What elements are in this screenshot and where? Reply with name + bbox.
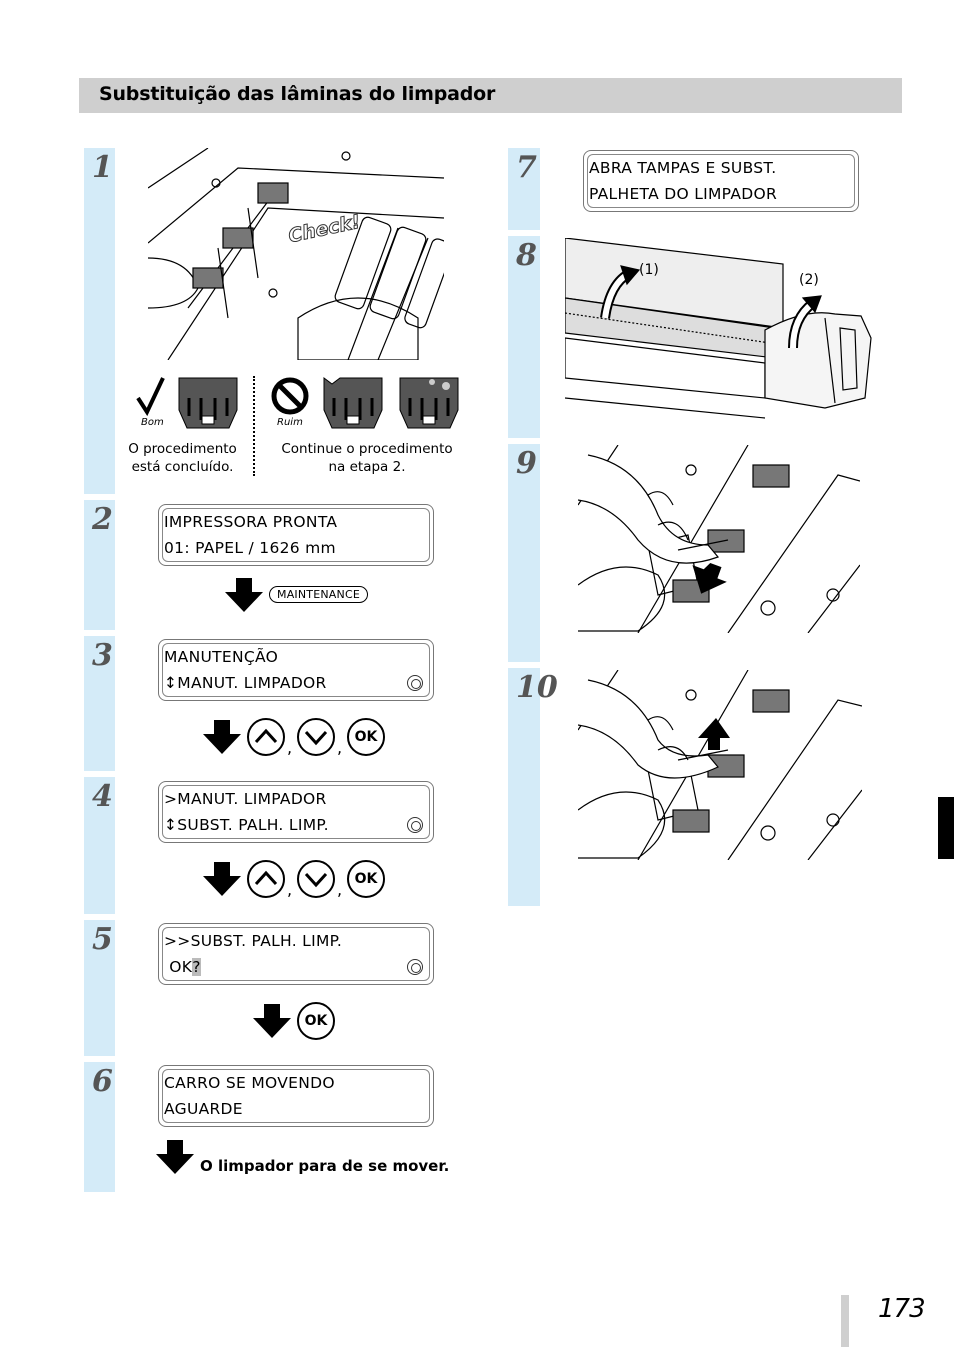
ok-button[interactable]: OK <box>347 860 385 898</box>
down-button[interactable] <box>297 718 335 756</box>
open-covers-illustration: (1) (2) <box>565 238 873 422</box>
up-button[interactable] <box>247 860 285 898</box>
chevron-down-icon <box>304 730 328 746</box>
scroll-indicator-icon <box>407 959 423 975</box>
separator: , <box>337 738 343 757</box>
lcd-display: CARRO SE MOVENDO AGUARDE <box>158 1065 434 1127</box>
lcd-display: >>SUBST. PALH. LIMP. OK? <box>158 923 434 985</box>
arrow-down-icon <box>203 720 241 754</box>
chevron-up-icon <box>254 870 278 886</box>
lcd-cursor: ? <box>192 958 201 976</box>
step-6-marker: 6 <box>84 1062 115 1192</box>
bad-caption: Continue o procedimento na etapa 2. <box>281 441 453 475</box>
section-title: Substituição das lâminas do limpador <box>99 83 496 105</box>
maintenance-key[interactable]: MAINTENANCE <box>269 586 368 603</box>
good-wiper-icons <box>135 376 245 432</box>
lcd-line-1: ABRA TAMPAS E SUBST. <box>589 159 777 177</box>
chapter-tab <box>938 797 954 859</box>
remove-wiper-illustration <box>578 445 860 633</box>
lcd-line-1: >MANUT. LIMPADOR <box>164 790 327 808</box>
scroll-indicator-icon <box>407 675 423 691</box>
step-number: 5 <box>92 922 113 957</box>
ok-button[interactable]: OK <box>297 1002 335 1040</box>
step-number: 4 <box>92 779 113 814</box>
separator: , <box>287 880 293 899</box>
ok-label: OK <box>354 729 378 745</box>
lcd-line-2: OK? <box>164 958 201 976</box>
lcd-line-2: ↕SUBST. PALH. LIMP. <box>164 816 329 834</box>
ok-label: OK <box>304 1013 328 1029</box>
good-label: Bom <box>141 417 164 428</box>
step-8-marker: 8 <box>508 236 540 438</box>
down-button[interactable] <box>297 860 335 898</box>
arrow-down-icon <box>203 862 241 896</box>
bad-wiper-icons <box>270 376 460 432</box>
arrow-down-icon <box>253 1004 291 1038</box>
step-number: 2 <box>92 502 113 537</box>
step-10-marker: 10 <box>508 668 558 906</box>
step-number: 10 <box>516 670 558 705</box>
step-1-marker: 1 <box>84 148 115 494</box>
lcd-line-2-text: OK <box>164 958 193 976</box>
step-7-marker: 7 <box>508 148 540 230</box>
scroll-indicator-icon <box>407 817 423 833</box>
up-button[interactable] <box>247 718 285 756</box>
lcd-display: ABRA TAMPAS E SUBST. PALHETA DO LIMPADOR <box>583 150 859 212</box>
lcd-display: IMPRESSORA PRONTA 01: PAPEL / 1626 mm <box>158 504 434 566</box>
lcd-line-1: CARRO SE MOVENDO <box>164 1074 335 1092</box>
wiper-blade-dirty-icon <box>399 377 459 429</box>
step-9-marker: 9 <box>508 444 540 662</box>
wiper-blade-damaged-icon <box>323 377 383 429</box>
insert-wiper-illustration <box>578 670 862 860</box>
lcd-line-2: AGUARDE <box>164 1100 243 1118</box>
divider <box>253 376 255 476</box>
step-number: 9 <box>516 446 537 481</box>
separator: , <box>337 880 343 899</box>
step-6-note: O limpador para de se mover. <box>200 1157 450 1175</box>
step-2-marker: 2 <box>84 500 115 630</box>
lcd-display: MANUTENÇÃO ↕MANUT. LIMPADOR <box>158 639 434 701</box>
wiper-blade-icon <box>178 377 238 429</box>
lcd-line-1: MANUTENÇÃO <box>164 648 279 666</box>
step-number: 8 <box>516 238 537 273</box>
carriage-check-illustration: Check! <box>148 148 444 360</box>
step-number: 3 <box>92 638 113 673</box>
step-4-marker: 4 <box>84 777 115 914</box>
ok-label: OK <box>354 871 378 887</box>
section-title-bar: Substituição das lâminas do limpador <box>79 78 902 113</box>
lcd-line-2: 01: PAPEL / 1626 mm <box>164 539 336 557</box>
lcd-display: >MANUT. LIMPADOR ↕SUBST. PALH. LIMP. <box>158 781 434 843</box>
chevron-down-icon <box>304 872 328 888</box>
bad-label: Ruim <box>277 417 303 428</box>
lcd-line-2: ↕MANUT. LIMPADOR <box>164 674 327 692</box>
step-3-marker: 3 <box>84 636 115 771</box>
page-number: 173 <box>878 1294 926 1324</box>
lcd-line-1: >>SUBST. PALH. LIMP. <box>164 932 343 950</box>
prohibited-icon <box>271 377 309 415</box>
ok-button[interactable]: OK <box>347 718 385 756</box>
step-number: 7 <box>516 150 537 185</box>
chevron-up-icon <box>254 728 278 744</box>
step-number: 1 <box>92 150 113 185</box>
step-number: 6 <box>92 1064 113 1099</box>
arrow-down-icon <box>156 1140 194 1174</box>
good-caption: O procedimento está concluído. <box>128 441 237 475</box>
callout-2: (2) <box>799 272 819 288</box>
separator: , <box>287 738 293 757</box>
callout-1: (1) <box>639 262 659 278</box>
lcd-line-1: IMPRESSORA PRONTA <box>164 513 338 531</box>
lcd-line-2: PALHETA DO LIMPADOR <box>589 185 778 203</box>
step-5-marker: 5 <box>84 920 115 1056</box>
page-number-bar <box>841 1295 849 1347</box>
checkmark-icon <box>136 377 238 429</box>
arrow-down-icon <box>225 578 263 612</box>
